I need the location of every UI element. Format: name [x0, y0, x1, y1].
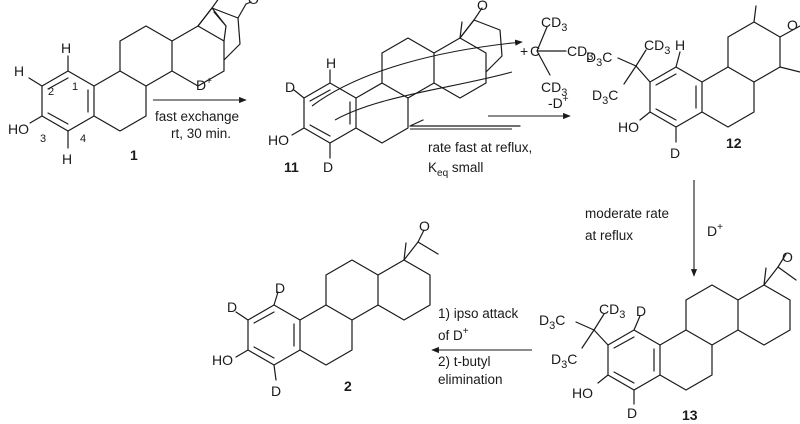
compound-13-label: 13 [682, 407, 698, 423]
tbutyl-cation: CD3 + C CD3 CD3 [520, 14, 593, 99]
step-3-reagent: D+ [707, 222, 723, 239]
step-1-line-1: fast exchange [155, 109, 239, 124]
step-2: -D+ rate fast at reflux, Keq small [409, 94, 571, 179]
compound-1-label: 1 [130, 147, 138, 163]
compound-12-d: D [670, 145, 680, 161]
compound-11-label: 11 [284, 159, 299, 175]
compound-12-d3c-bottom: D3C [592, 87, 618, 107]
compound-12-ketone-o: O [787, 17, 798, 33]
compound-2-oh: HO [212, 352, 233, 368]
step-1-reagent: D+ [196, 76, 212, 93]
step-4: 1) ipso attack of D+ 2) t-butyl eliminat… [431, 306, 532, 387]
compound-1: H H HO H 2 1 3 4 O 1 [8, 0, 259, 167]
compound-13: D3C CD3 D D3C HO D O 13 [539, 249, 797, 423]
compound-2-ketone-o: O [419, 218, 430, 234]
step-4-line-2: of D+ [438, 326, 469, 343]
compound-12-d3c-top: D3C [586, 49, 612, 69]
step-1-line-2: rt, 30 min. [171, 126, 231, 141]
compound-1-oh: HO [8, 121, 29, 137]
tbutyl-cd3-top: CD3 [541, 14, 567, 34]
step-2-line-1: rate fast at reflux, [428, 140, 532, 155]
compound-2-label: 2 [344, 378, 352, 394]
step-2-reagent: -D+ [548, 94, 569, 111]
compound-2-d-top: D [275, 280, 285, 296]
compound-13-ketone-o: O [782, 249, 793, 265]
compound-13-cd3: CD3 [599, 301, 625, 321]
compound-1-h-bottom: H [62, 151, 72, 167]
compound-1-pos-1: 1 [72, 81, 78, 93]
compound-12-oh: HO [618, 119, 639, 135]
compound-13-oh: HO [572, 385, 593, 401]
step-3: moderate rate at reflux D+ [585, 180, 723, 277]
compound-2-d-left: D [227, 299, 237, 315]
compound-1-pos-3: 3 [40, 133, 46, 145]
step-2-reverse-arrow [409, 119, 521, 127]
step-3-line-1: moderate rate [585, 206, 669, 221]
tbutyl-center-c: C [530, 43, 540, 59]
compound-1-pos-4: 4 [80, 133, 86, 145]
tbutyl-cd3-right: CD3 [567, 43, 593, 63]
compound-12-h: H [675, 37, 685, 53]
compound-13-d-bottom: D [627, 405, 637, 421]
electron-arrow-2 [334, 71, 513, 121]
compound-13-d3c-top: D3C [539, 312, 565, 332]
compound-1-h-left: H [14, 63, 24, 79]
tbutyl-plus: + [520, 43, 528, 59]
compound-1-pos-2: 2 [48, 86, 54, 98]
compound-11-h: H [326, 55, 336, 71]
step-4-line-1: 1) ipso attack [438, 306, 519, 321]
compound-13-d-top: D [636, 303, 646, 319]
tbutyl-cd3-bottom: CD3 [541, 79, 567, 99]
compound-11-d-left: D [285, 79, 295, 95]
compound-12-cd3: CD3 [644, 37, 670, 57]
step-4-line-3: 2) t-butyl [438, 354, 491, 369]
compound-11-ketone-o: O [477, 0, 488, 13]
compound-2-d-bottom: D [271, 383, 281, 399]
compound-11-d-bottom: D [323, 159, 333, 175]
step-1: D+ fast exchange rt, 30 min. [153, 76, 247, 141]
compound-2: D D HO D O 2 [212, 218, 439, 399]
compound-11-oh: HO [268, 132, 289, 148]
compound-1-h-top: H [61, 40, 71, 56]
compound-13-d3c-bottom: D3C [551, 351, 577, 371]
compound-1-ketone-o: O [248, 0, 259, 7]
compound-12-label: 12 [726, 135, 742, 151]
step-3-line-2: at reflux [585, 228, 633, 243]
electron-arrow-1 [311, 39, 523, 107]
compound-12: D3C CD3 H D3C HO D O 12 [586, 5, 800, 161]
step-2-line-2: Keq small [428, 160, 483, 179]
compound-11: H D HO D O 11 [268, 0, 523, 175]
step-4-line-4: elimination [438, 372, 503, 387]
